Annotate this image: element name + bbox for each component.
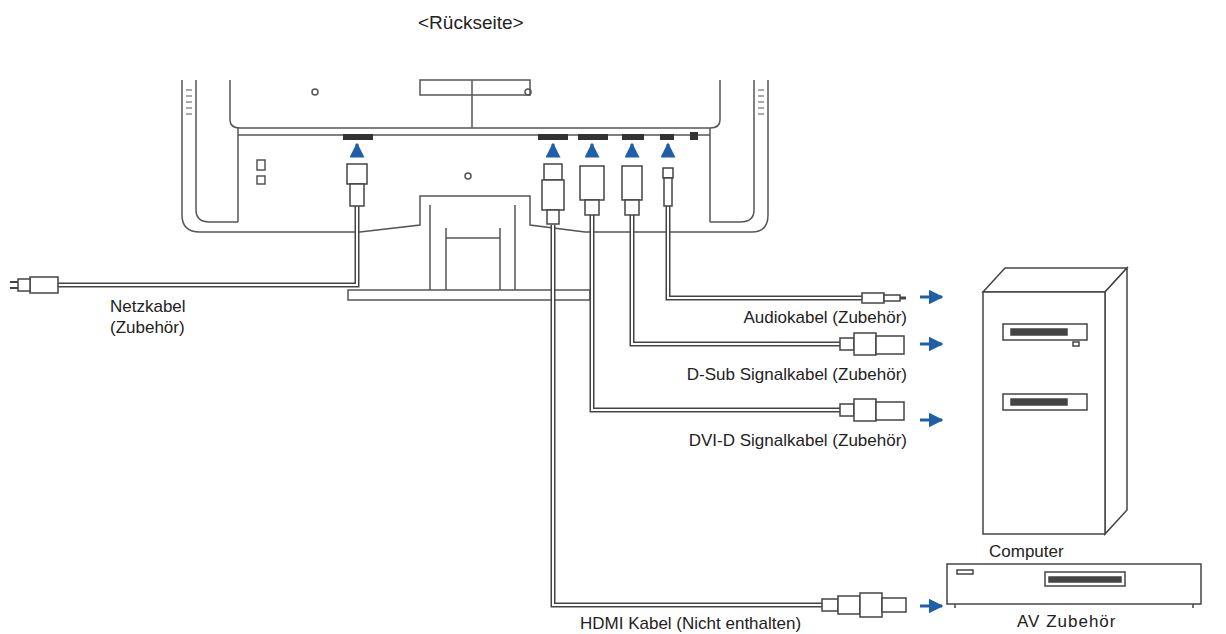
av-device: AV Zubehör [945, 562, 1203, 610]
cable-label: D-Sub Signalkabel (Zubehör) [687, 364, 907, 385]
device-label: Computer [989, 542, 1064, 562]
cable-label: Netzkabel (Zubehör) [110, 296, 210, 338]
computer-tower-outline [975, 262, 1135, 537]
cable-label: DVI-D Signalkabel (Zubehör) [689, 430, 907, 451]
cable-label: HDMI Kabel (Nicht enthalten) [580, 613, 801, 634]
cable-label: Audiokabel (Zubehör) [744, 307, 907, 328]
computer-tower: Computer [975, 262, 1135, 537]
view-title: <Rückseite> [418, 12, 524, 33]
device-label: AV Zubehör [1017, 612, 1116, 632]
av-device-outline [945, 562, 1203, 610]
